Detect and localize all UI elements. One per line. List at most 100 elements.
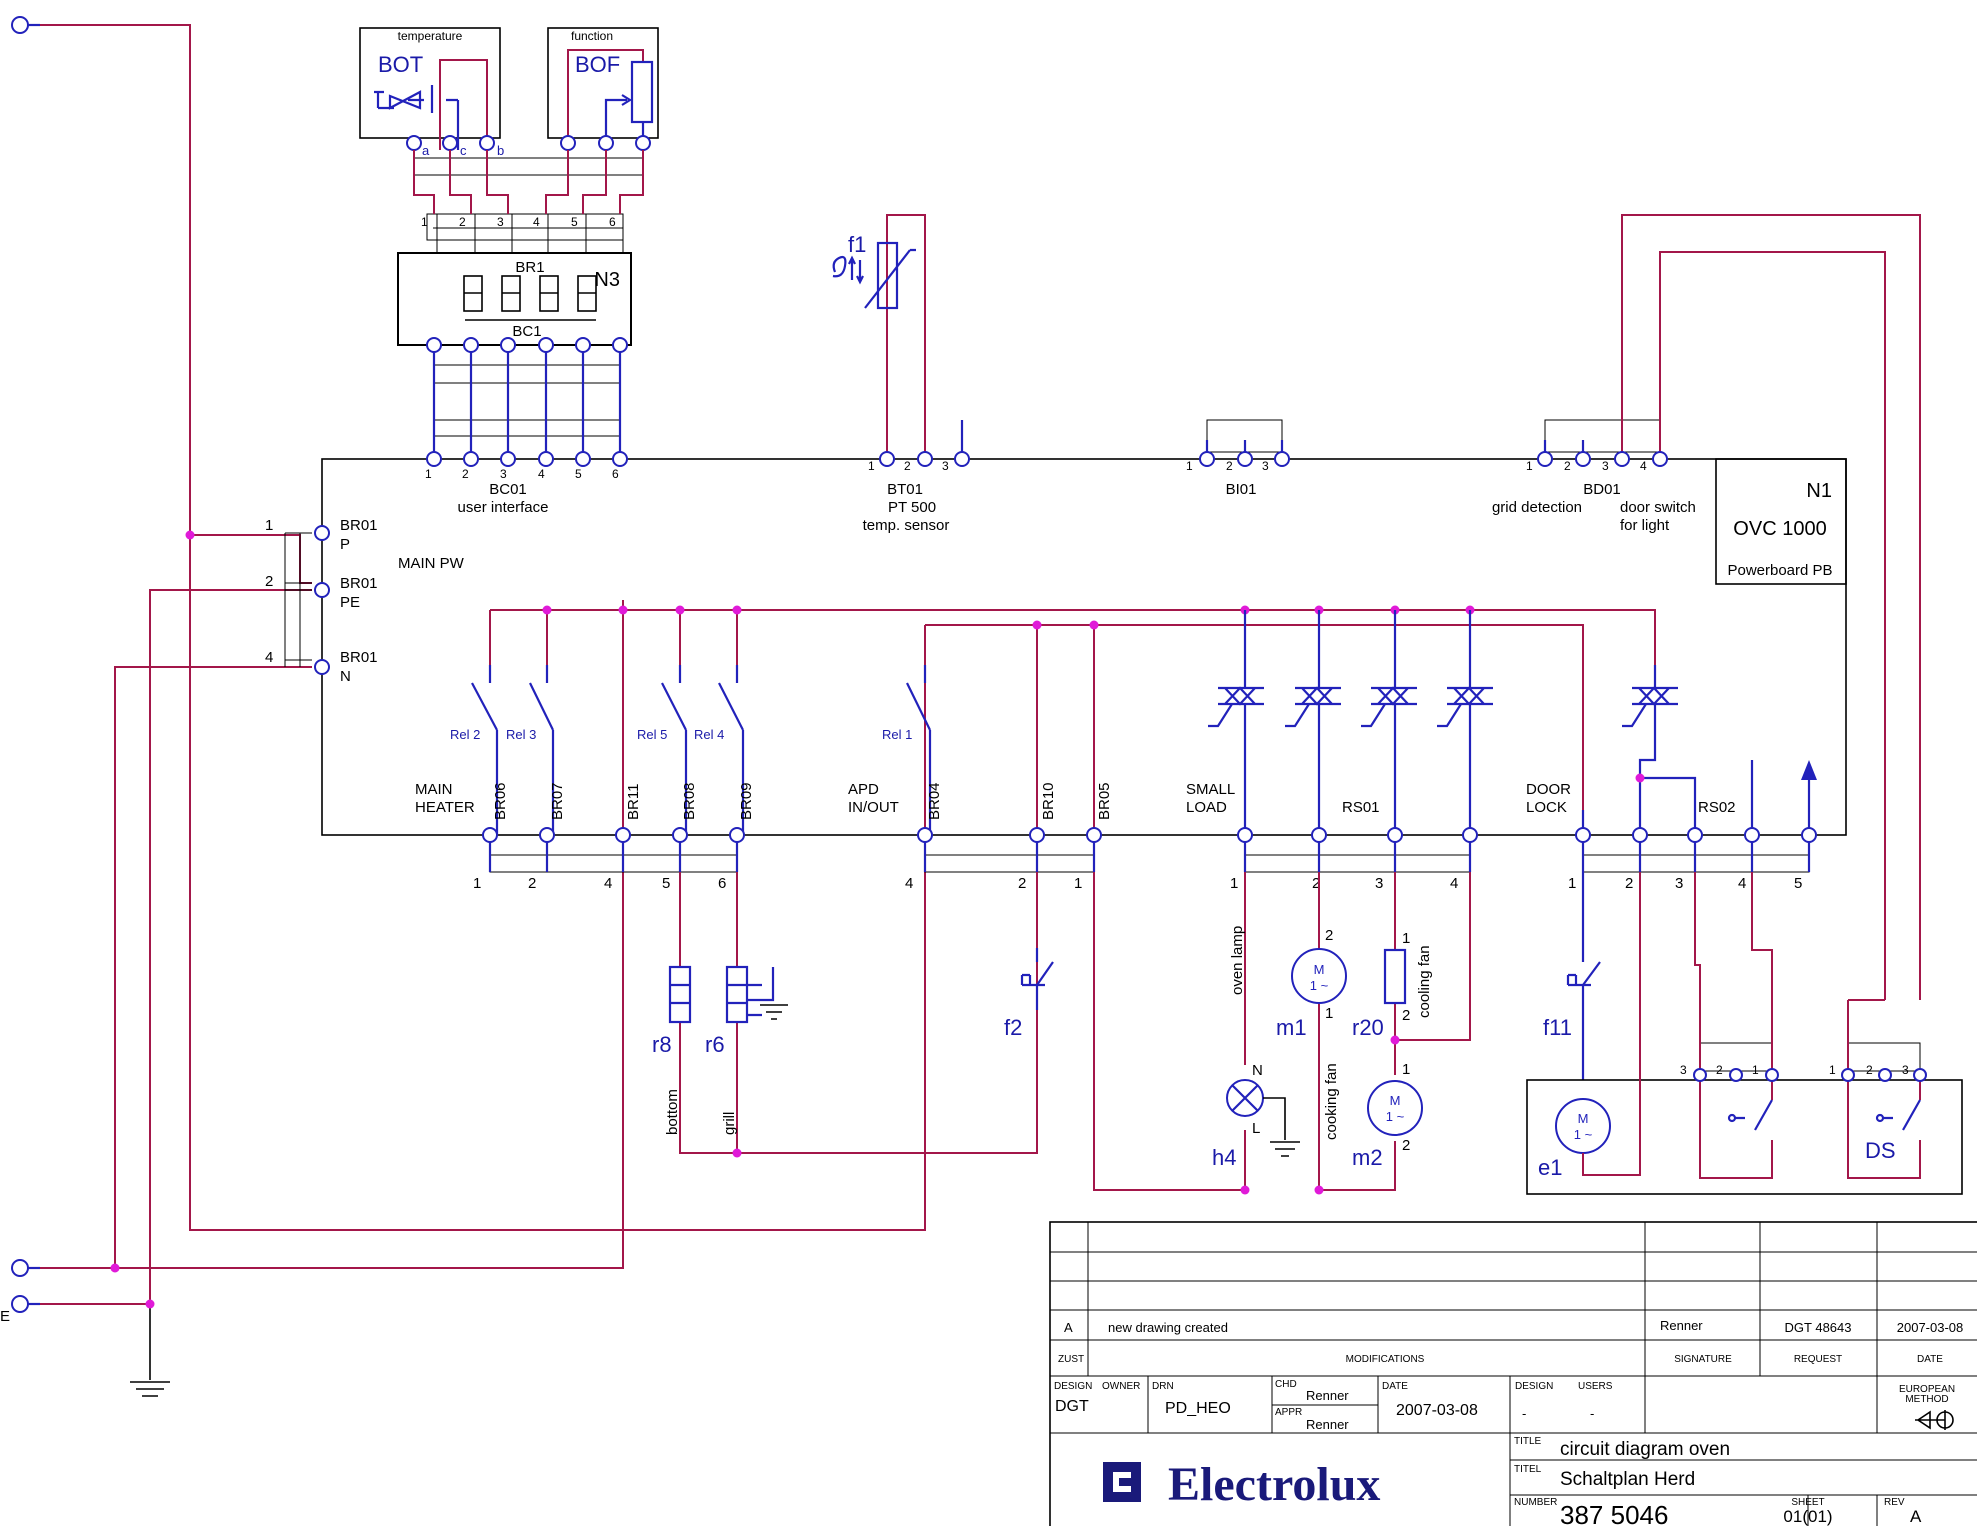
val-title: circuit diagram oven xyxy=(1560,1439,1730,1460)
br01-num: 2 xyxy=(265,573,273,590)
r6-label: r6 xyxy=(705,1032,725,1057)
output-labels: BR06 BR07 BR11 BR08 BR09 BR04 BR10 BR05 xyxy=(492,782,1113,820)
electrolux-logo: Electrolux xyxy=(1103,1458,1380,1511)
rs02-lines xyxy=(1581,760,1817,835)
lamp-n: N xyxy=(1252,1062,1263,1079)
val-sheet: 01(01) xyxy=(1783,1507,1832,1526)
g2-pin: 4 xyxy=(905,875,913,892)
g4-pin: 3 xyxy=(1675,875,1683,892)
f1-label: f1 xyxy=(848,232,866,257)
n3-top-pin: 6 xyxy=(609,215,616,229)
apd-label: IN/OUT xyxy=(848,799,899,816)
g3-pin: 2 xyxy=(1312,875,1320,892)
small-load-label: SMALL xyxy=(1186,781,1235,798)
door-lock: f11 M 1 ~ e1 3 2 1 1 2 3 DS xyxy=(1526,872,1963,1195)
lbl-design2: DESIGN xyxy=(1515,1381,1553,1392)
bc01-pin: 4 xyxy=(538,467,545,481)
lbl-appr: APPR xyxy=(1275,1407,1302,1418)
brand-name: Electrolux xyxy=(1168,1458,1380,1511)
m1-m: M xyxy=(1314,962,1325,977)
rev-code: A xyxy=(1064,1320,1073,1335)
relay-label: Rel 3 xyxy=(506,727,536,742)
n3-top-pin: 5 xyxy=(571,215,578,229)
rev-signature: Renner xyxy=(1660,1318,1703,1333)
bot-pin: b xyxy=(497,143,504,158)
e1-label: e1 xyxy=(1538,1155,1562,1180)
group-labels: MAIN HEATER APD IN/OUT SMALL LOAD RS01 D… xyxy=(415,781,1736,816)
oven-lamp-label: oven lamp xyxy=(1229,926,1246,995)
h4-label: h4 xyxy=(1212,1145,1236,1170)
bc01-pin: 3 xyxy=(500,467,507,481)
val-design: DGT xyxy=(1055,1398,1089,1415)
bot-pin: c xyxy=(460,143,467,158)
n3-bus-label: BC1 xyxy=(512,323,541,340)
hdr-zust: ZUST xyxy=(1058,1354,1084,1365)
bc01-pin: 5 xyxy=(575,467,582,481)
ds-label: DS xyxy=(1865,1138,1896,1163)
bd01-name: BD01 xyxy=(1583,481,1621,498)
rev-text: new drawing created xyxy=(1108,1320,1228,1335)
bc01-pin: 1 xyxy=(425,467,432,481)
lbl-method1: EUROPEAN xyxy=(1899,1384,1955,1395)
n1-name: Powerboard PB xyxy=(1727,562,1832,579)
lbl-drn: DRN xyxy=(1152,1381,1174,1392)
lbl-date: DATE xyxy=(1382,1381,1408,1392)
bottom-connectors: 1 2 4 5 6 4 2 1 1 2 3 4 1 2 3 4 5 xyxy=(473,827,1817,892)
m2-pin2: 2 xyxy=(1402,1137,1410,1154)
val-drn: PD_HEO xyxy=(1165,1400,1231,1417)
relay-label: Rel 2 xyxy=(450,727,480,742)
cooking-fan-label: cooking fan xyxy=(1323,1063,1340,1140)
bd01-pin: 4 xyxy=(1640,459,1647,473)
bt01-connector: f1 1 2 3 BT01 PT 500 temp. sensor xyxy=(832,214,970,534)
ds-pin: 2 xyxy=(1866,1063,1873,1077)
bot-pin: a xyxy=(422,143,430,158)
bottom-label: bottom xyxy=(664,1089,681,1135)
g4-pin: 2 xyxy=(1625,875,1633,892)
bd01-connector: 1 2 3 4 BD01 grid detection door switch … xyxy=(1492,214,1921,1000)
bc01-connector: 1 2 3 4 5 6 BC01 user interface xyxy=(425,451,628,516)
br01-sig: P xyxy=(340,536,350,553)
g1-pin: 6 xyxy=(718,875,726,892)
grill-label: grill xyxy=(721,1112,738,1135)
lbl-design: DESIGN xyxy=(1054,1381,1092,1392)
ds-pin: 1 xyxy=(1829,1063,1836,1077)
bi01-pin: 2 xyxy=(1226,459,1233,473)
val-titel: Schaltplan Herd xyxy=(1560,1469,1695,1490)
door-lock-label: DOOR xyxy=(1526,781,1571,798)
sw-pin: 2 xyxy=(1716,1063,1723,1077)
bot-caption: temperature xyxy=(398,29,463,43)
lbl-sheet: SHEET xyxy=(1791,1497,1824,1508)
br01-name: BR01 xyxy=(340,517,378,534)
m1-label: m1 xyxy=(1276,1015,1307,1040)
bd01-pin: 1 xyxy=(1526,459,1533,473)
g3-pin: 1 xyxy=(1230,875,1238,892)
g4-pin: 1 xyxy=(1568,875,1576,892)
title-block: A new drawing created Renner DGT 48643 2… xyxy=(1049,1221,1977,1526)
n3-display-label: BR1 xyxy=(515,259,544,276)
n1-main-label: MAIN PW xyxy=(398,555,465,572)
br01-sig: N xyxy=(340,668,351,685)
g2-pin: 1 xyxy=(1074,875,1082,892)
bt01-desc1: PT 500 xyxy=(888,499,936,516)
bd01-desc2a: door switch xyxy=(1620,499,1696,516)
n1-board: N1 OVC 1000 Powerboard PB MAIN PW xyxy=(321,458,1847,836)
g1-pin: 4 xyxy=(604,875,612,892)
bt01-pin: 2 xyxy=(904,459,911,473)
m2-ac: 1 ~ xyxy=(1386,1109,1405,1124)
bt01-name: BT01 xyxy=(887,481,923,498)
ui-wiring xyxy=(413,150,644,214)
hdr-date: DATE xyxy=(1917,1354,1943,1365)
sw-pin: 3 xyxy=(1680,1063,1687,1077)
n3-top-pin: 3 xyxy=(497,215,504,229)
sw-pin: 1 xyxy=(1752,1063,1759,1077)
output-label: BR04 xyxy=(926,782,943,820)
br01-sig: PE xyxy=(340,594,360,611)
br01-name: BR01 xyxy=(340,649,378,666)
val-design2: - xyxy=(1522,1406,1526,1421)
n1-model: OVC 1000 xyxy=(1733,518,1826,540)
n1-id: N1 xyxy=(1806,480,1832,502)
lbl-number: NUMBER xyxy=(1514,1497,1557,1508)
bc01-pin: 2 xyxy=(462,467,469,481)
door-lock-label: LOCK xyxy=(1526,799,1567,816)
